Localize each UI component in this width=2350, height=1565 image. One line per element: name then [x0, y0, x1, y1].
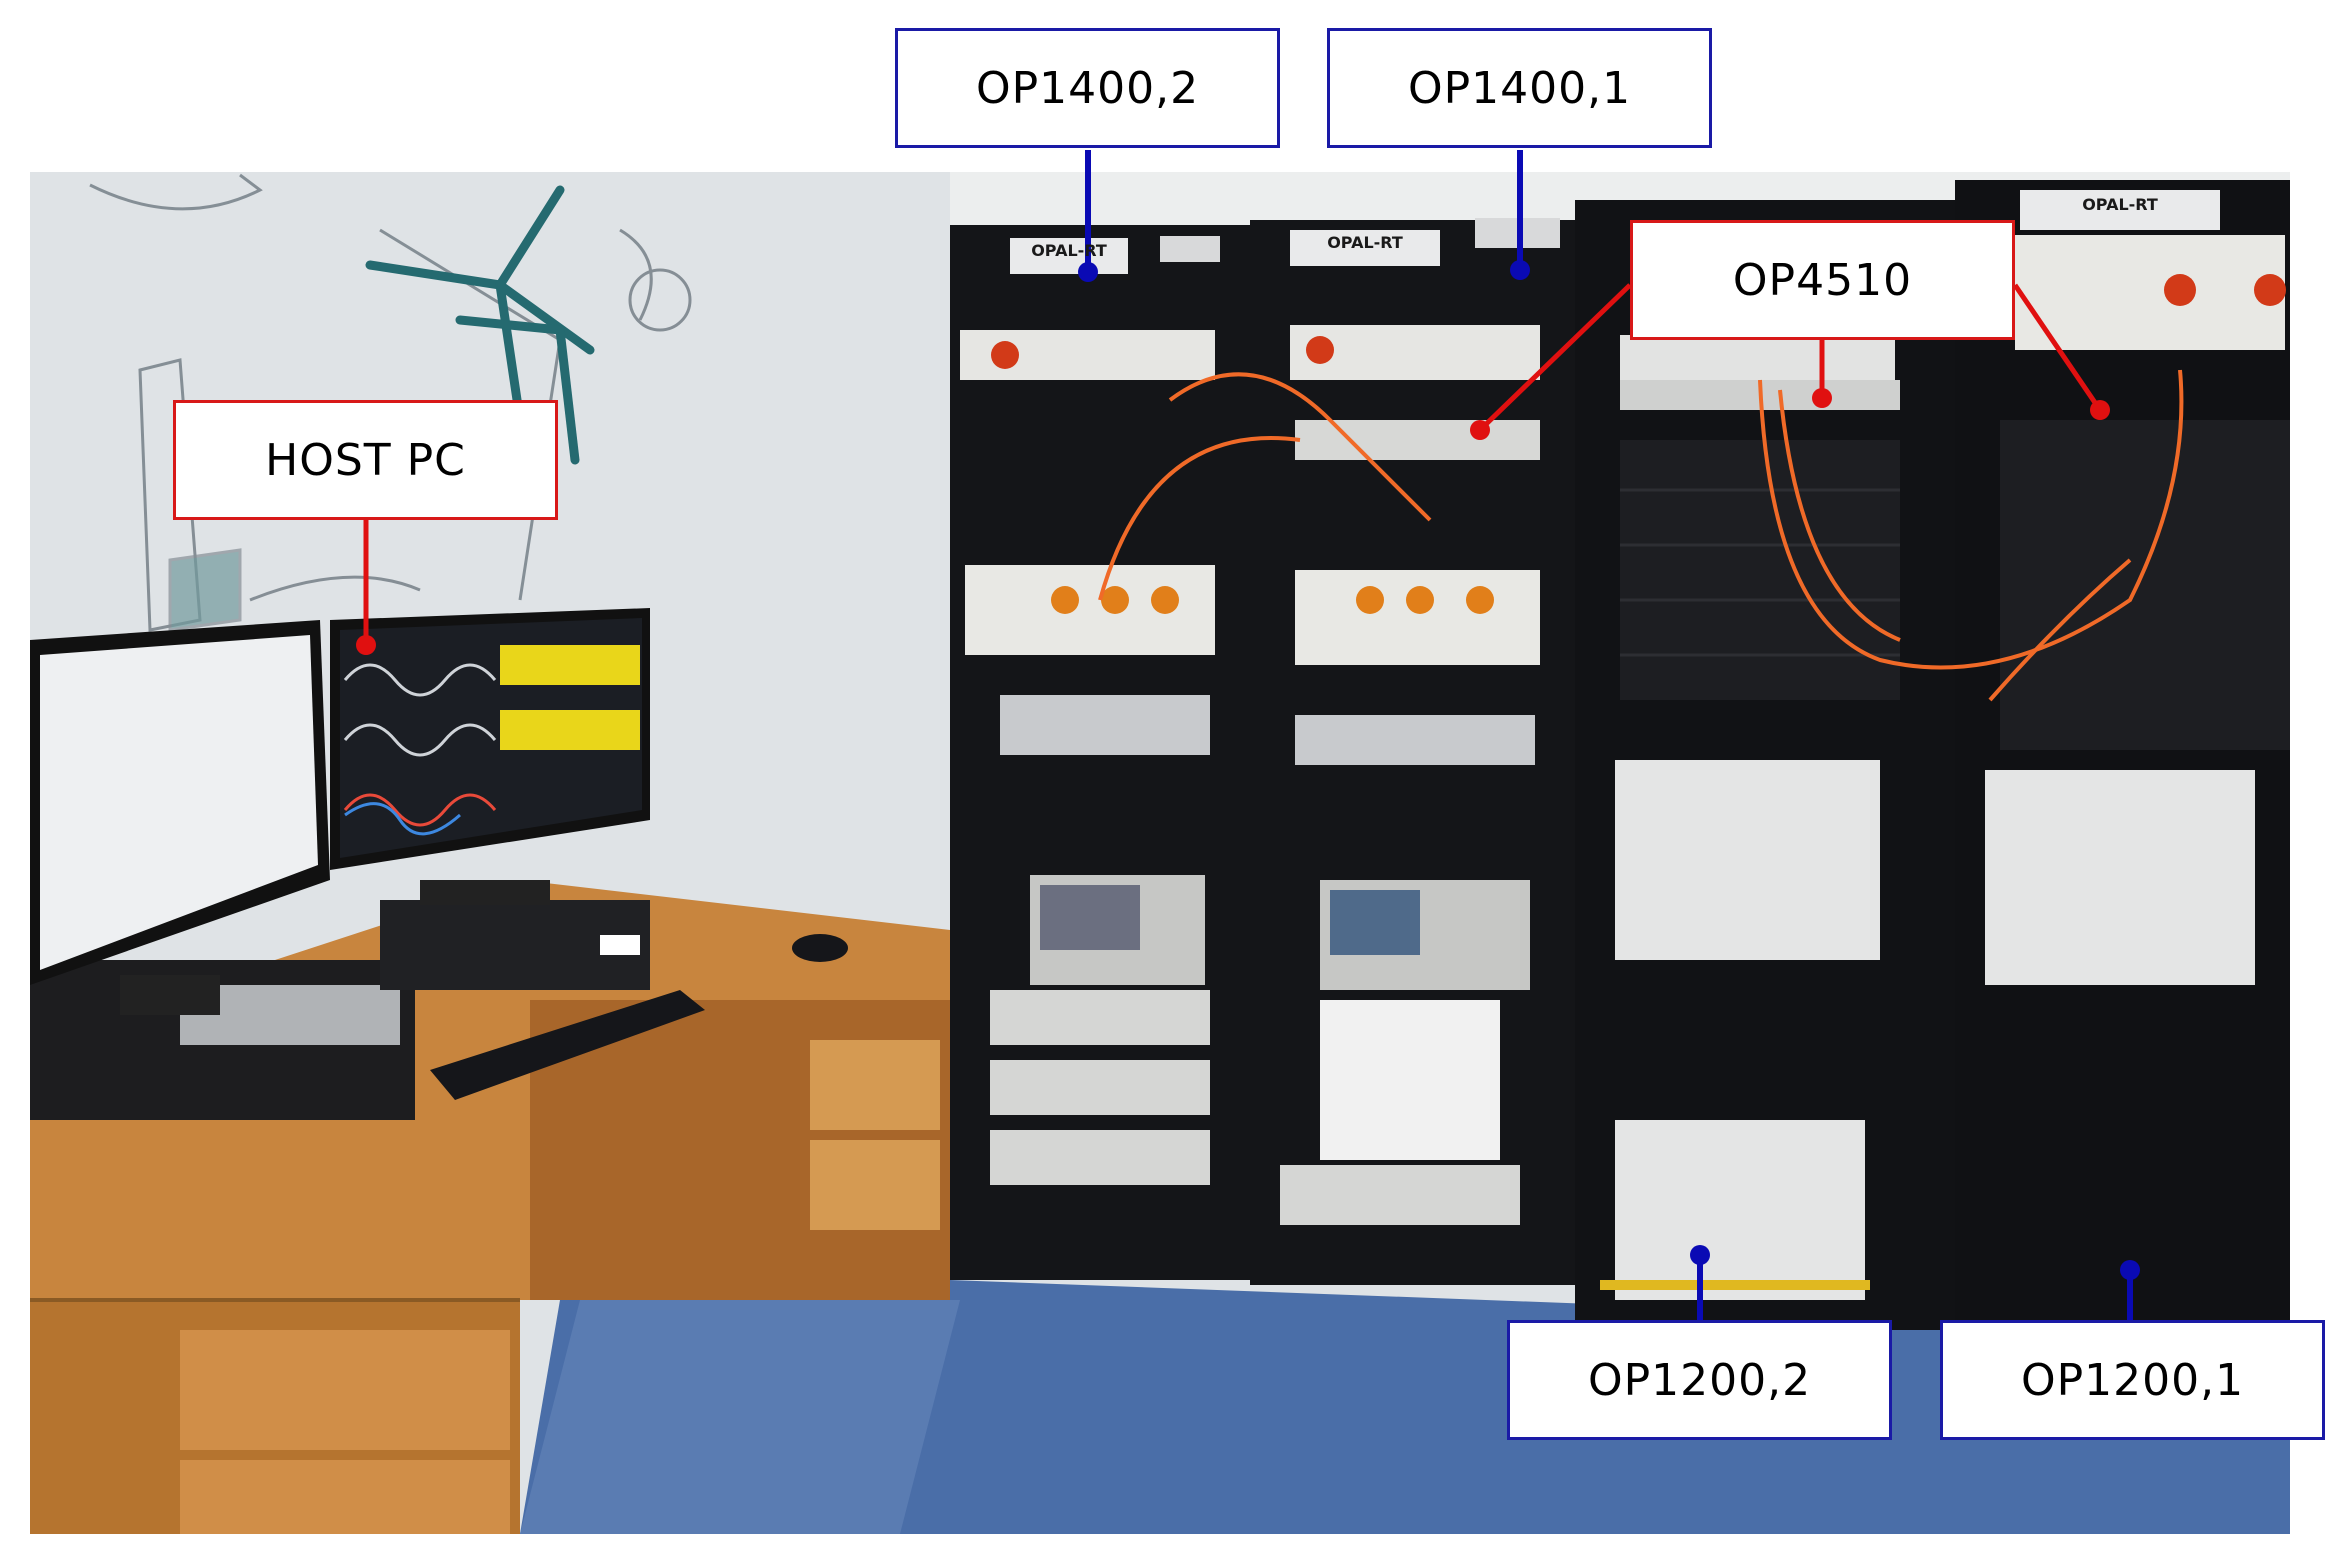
keyboard-and-mouse [430, 934, 848, 1100]
rack-op1400-2 [950, 225, 1250, 1280]
monitor-left [30, 620, 330, 1015]
op1200-1-marker [2120, 1260, 2140, 1280]
op4510-marker-2 [1812, 388, 1832, 408]
host-pc-marker [356, 635, 376, 655]
op1200-2-marker [1690, 1245, 1710, 1265]
label-op1200-2: OP1200,2 [1507, 1320, 1892, 1440]
label-op1400-1: OP1400,1 [1327, 28, 1712, 148]
monitor-right-waveforms [330, 608, 650, 905]
op4510-marker-1 [1470, 420, 1490, 440]
rack-op1200-1 [1955, 180, 2290, 1330]
rack-brand-plate-1: OPAL-RT [1031, 241, 1107, 260]
op1400-1-marker [1510, 260, 1530, 280]
label-op1400-2: OP1400,2 [895, 28, 1280, 148]
wind-turbine-mural [365, 185, 595, 465]
op4510-marker-3 [2090, 400, 2110, 420]
fiber-optic-cables [1098, 369, 2184, 702]
label-op4510: OP4510 [1630, 220, 2015, 340]
label-host-pc: HOST PC [173, 400, 558, 520]
rack-op1200-2 [1575, 200, 1955, 1330]
rack-op1400-1 [1250, 218, 1575, 1285]
label-op1200-1: OP1200,1 [1940, 1320, 2325, 1440]
label-connectors [356, 150, 2140, 1320]
rack-brand-plate-2: OPAL-RT [1327, 233, 1403, 252]
op1400-2-marker [1078, 262, 1098, 282]
rack-brand-plate-3: OPAL-RT [2082, 195, 2158, 214]
